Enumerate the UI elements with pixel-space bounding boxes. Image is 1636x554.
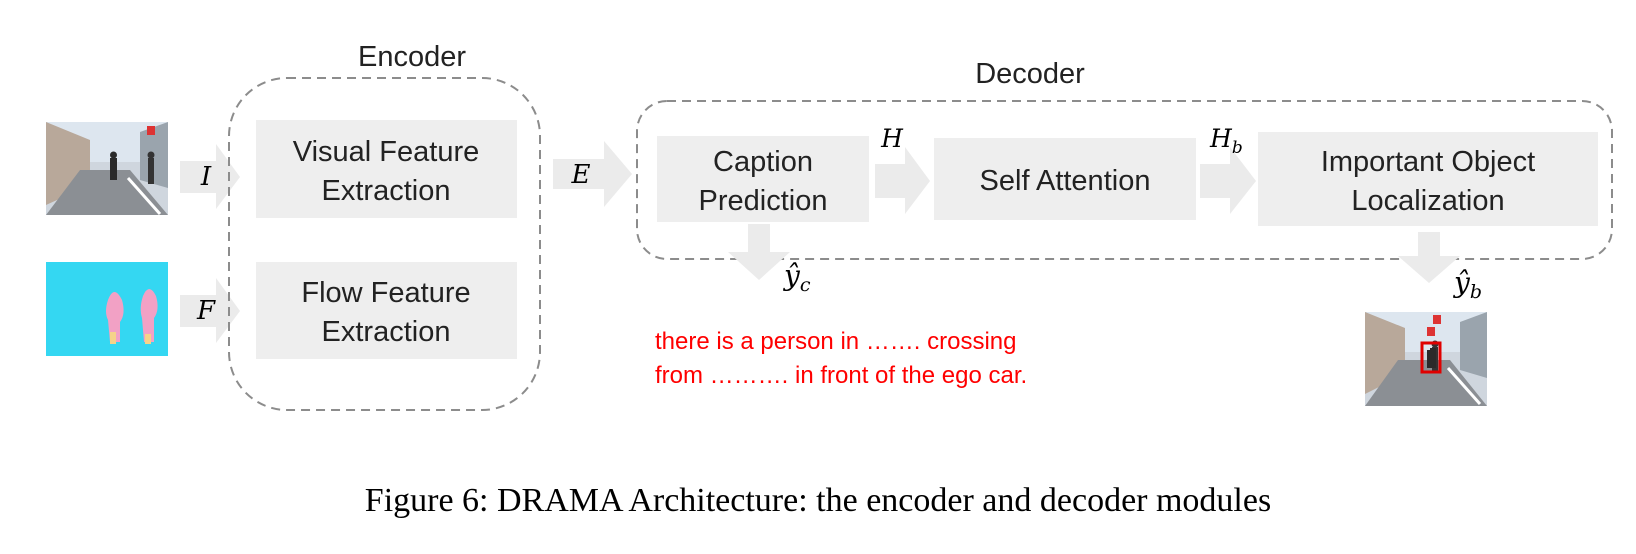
self-attention-block	[934, 138, 1196, 220]
encoder-dashed-border	[228, 77, 541, 411]
flow-feature-block	[256, 262, 517, 359]
arrow-encoder-to-decoder	[553, 141, 632, 207]
important-object-bbox	[1420, 341, 1442, 374]
input-flow-image	[46, 262, 168, 356]
arrow-flow-to-encoder	[180, 278, 240, 343]
visual-feature-label-1: Visual Feature	[293, 136, 479, 168]
figure-caption: Figure 6: DRAMA Architecture: the encode…	[364, 482, 1272, 519]
output-localized-image	[1365, 312, 1487, 406]
flow-feature-label-1: Flow Feature	[301, 277, 470, 309]
symbol-embedding: E	[571, 160, 591, 190]
arrow-caption-to-attention	[875, 147, 930, 214]
encoder-title: Encoder	[358, 41, 466, 73]
symbol-flow: F	[196, 296, 216, 326]
symbol-hidden-b: Hb	[1209, 124, 1243, 158]
caption-output-line-2: from ………. in front of the ego car.	[655, 362, 1027, 389]
decoder-title: Decoder	[975, 58, 1085, 90]
localization-label-2: Localization	[1351, 185, 1504, 217]
caption-prediction-block	[657, 136, 869, 222]
visual-feature-block	[256, 120, 517, 218]
symbol-image: I	[200, 162, 212, 192]
symbol-hidden: H	[880, 124, 904, 153]
symbol-y-c: ŷc	[782, 259, 811, 296]
caption-prediction-label-2: Prediction	[699, 185, 828, 217]
arrow-attention-to-localization	[1200, 147, 1256, 214]
arrow-localization-output	[1398, 232, 1460, 283]
decoder-dashed-border	[636, 100, 1613, 260]
localization-block	[1258, 132, 1598, 226]
localization-label-1: Important Object	[1321, 146, 1535, 178]
visual-feature-label-2: Extraction	[322, 175, 451, 207]
input-street-image	[46, 122, 168, 215]
caption-output-line-1: there is a person in ……. crossing	[655, 328, 1017, 355]
flow-feature-label-2: Extraction	[322, 316, 451, 348]
self-attention-label: Self Attention	[980, 165, 1151, 197]
arrow-image-to-encoder	[180, 144, 240, 209]
caption-prediction-label-1: Caption	[713, 146, 813, 178]
symbol-y-b: ŷb	[1452, 266, 1482, 303]
arrow-caption-output	[728, 224, 790, 280]
